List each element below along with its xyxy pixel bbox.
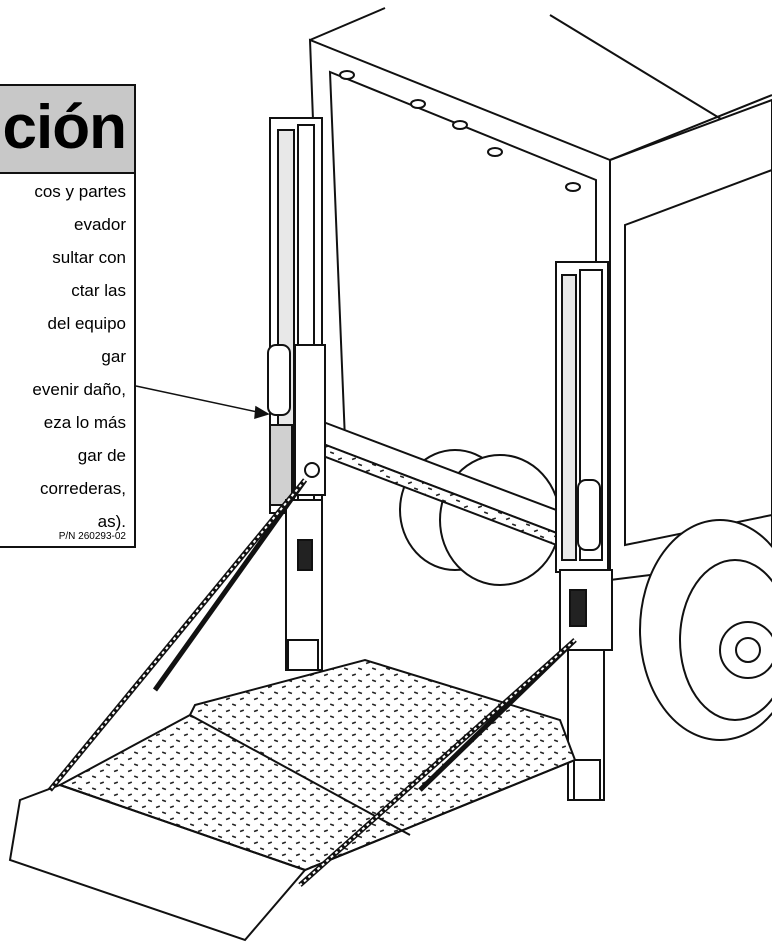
- decal-header-text: ción: [2, 93, 127, 162]
- decal-line: cos y partes: [34, 182, 126, 201]
- decal-line: evador: [74, 215, 126, 234]
- right-column: [555, 261, 613, 801]
- part-number: P/N 260293-02: [58, 531, 126, 542]
- marker-lights: [339, 70, 581, 192]
- decal-line: correderas,: [40, 479, 126, 498]
- decal-line: ctar las: [71, 281, 126, 300]
- decal-header: ción: [0, 86, 134, 174]
- decal-line: gar: [101, 347, 126, 366]
- decal-line: gar de: [77, 446, 126, 465]
- decal-line: evenir daño,: [32, 380, 126, 399]
- leader-arrow: [135, 385, 270, 420]
- decal-line: del equipo: [47, 314, 126, 333]
- decal-line: as).: [97, 512, 126, 531]
- decal-line: eza lo más: [43, 413, 126, 432]
- decal-line: sultar con: [52, 248, 126, 267]
- caution-decal: ción cos y partes evador sultar con ctar…: [0, 84, 136, 548]
- left-column: [267, 117, 326, 671]
- support-chains-inner: [49, 479, 576, 886]
- platform: [8, 658, 577, 942]
- truck-box: [308, 7, 772, 582]
